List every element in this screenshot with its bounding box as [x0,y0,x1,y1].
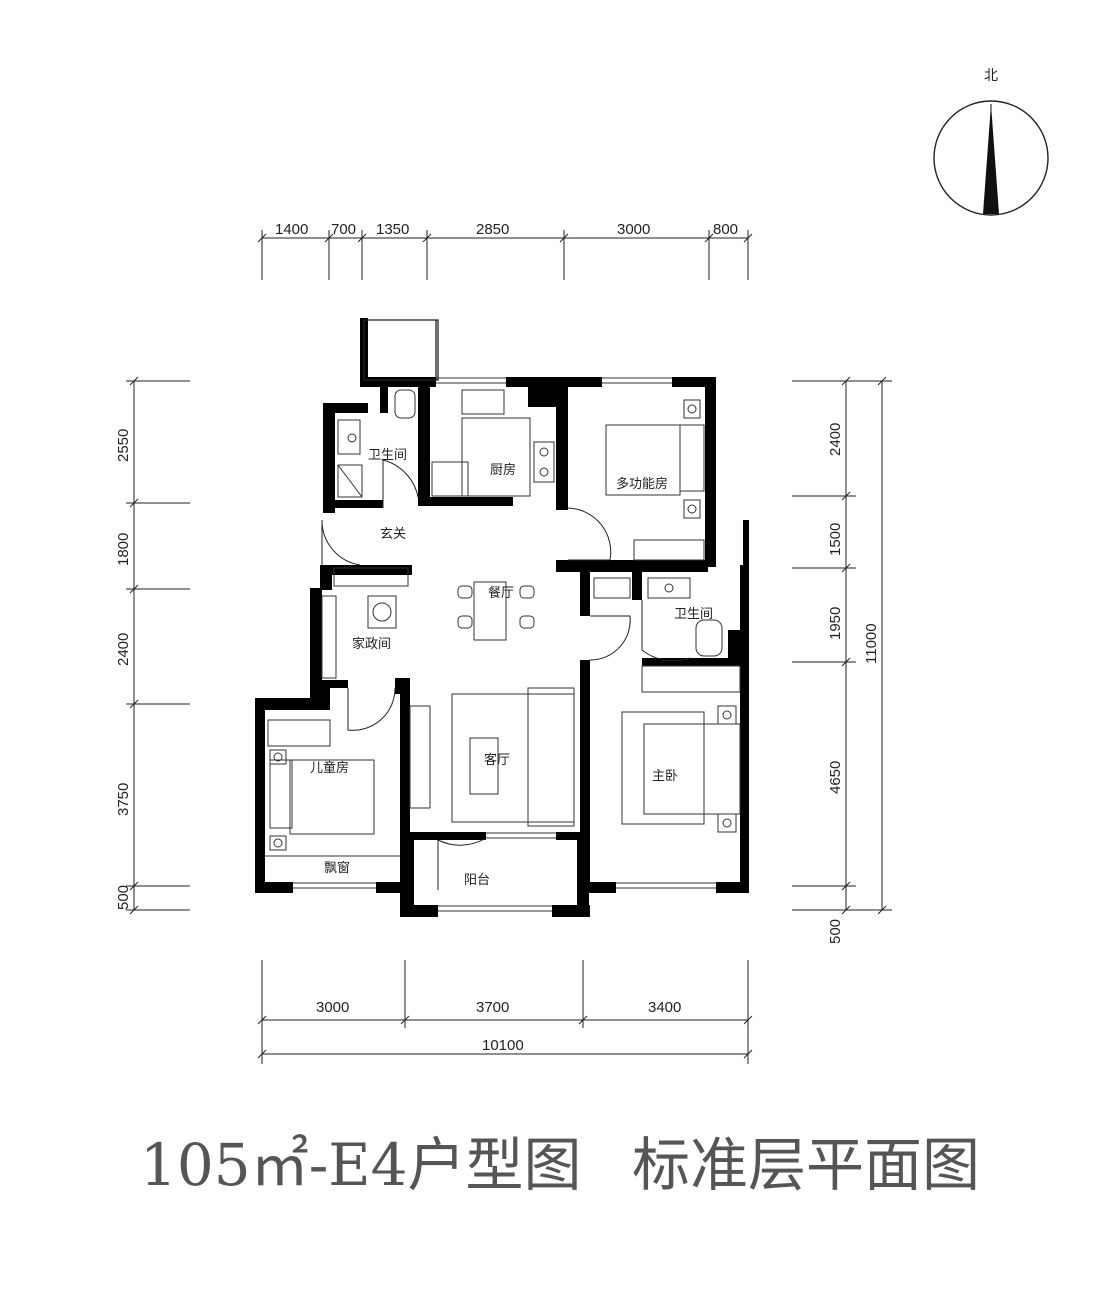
bottom-dim-3: 3400 [648,999,681,1016]
right-total-dim: 11000 [863,623,880,664]
bottom-dim-1: 3000 [316,999,349,1016]
doors [321,459,691,890]
plan-floor-title: 标准层平面图 [632,1131,981,1199]
bottom-dim-2: 3700 [476,999,509,1016]
north-arrow-icon: 北 [933,68,1049,216]
left-dim-2: 1800 [115,533,132,566]
plan-type-title: 105㎡-E4户型图 [140,1131,582,1199]
room-label-bathroom-2: 卫生间 [674,607,713,622]
north-label: 北 [984,68,998,84]
top-dim-2: 700 [331,221,356,238]
room-label-kitchen: 厨房 [490,462,516,478]
left-dim-1: 2550 [115,429,132,462]
room-label-living: 客厅 [484,752,510,768]
room-label-dining: 餐厅 [488,585,514,601]
top-dimension-line [257,230,753,280]
bottom-dimension-line [257,960,753,1064]
left-dim-3: 2400 [115,633,132,666]
room-label-bathroom-1: 卫生间 [368,448,407,463]
top-dim-1: 1400 [275,221,308,238]
right-dim-2: 1500 [827,523,844,556]
ac-niche [363,319,439,381]
top-dim-5: 3000 [617,221,650,238]
top-dim-3: 1350 [376,221,409,238]
furniture [265,389,741,857]
room-label-master: 主卧 [652,769,678,784]
right-dim-5: 500 [827,919,844,944]
room-label-multi-room: 多功能房 [616,476,668,492]
bottom-total-dim: 10100 [482,1037,524,1054]
right-dim-1: 2400 [827,423,844,456]
top-dim-4: 2850 [476,221,509,238]
title-bar: 105㎡-E4户型图 标准层平面图 [0,1118,1102,1208]
room-label-entrance: 玄关 [380,527,406,542]
walls [255,318,749,917]
top-dim-6: 800 [713,221,738,238]
room-label-utility: 家政间 [352,636,391,652]
left-dim-4: 3750 [115,783,132,816]
room-label-balcony: 阳台 [464,873,490,888]
right-dim-3: 1950 [827,607,844,640]
right-dim-4: 4650 [827,761,844,794]
right-dimension-line [792,376,892,915]
room-label-bay-window: 飘窗 [324,860,350,876]
room-label-child: 儿童房 [310,760,349,776]
left-dimension-line [126,376,190,915]
windows [293,377,716,912]
left-dim-5: 500 [115,885,132,910]
